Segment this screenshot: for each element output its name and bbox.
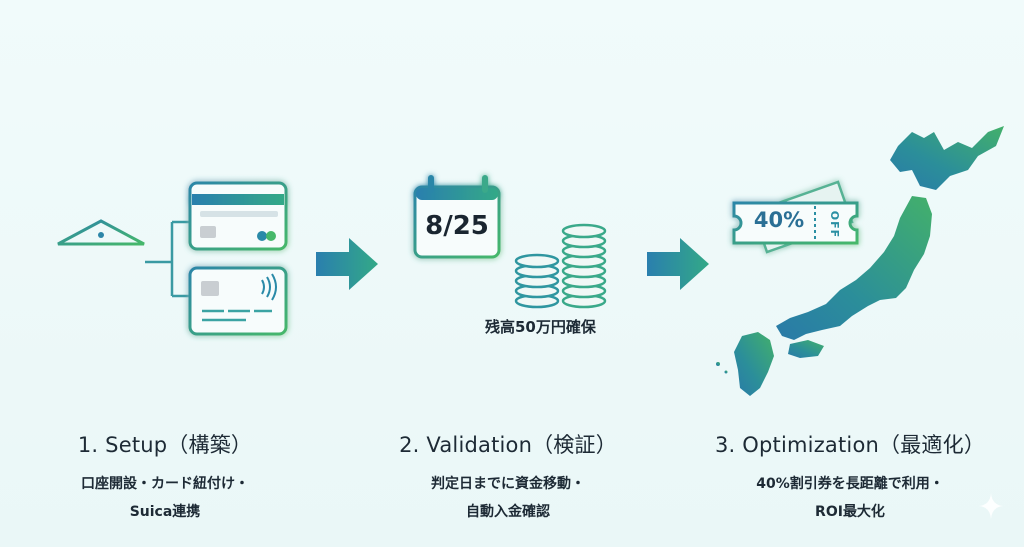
- coupon-ticket-icon: [732, 180, 859, 254]
- connector-lines: [145, 220, 190, 298]
- ic-card-icon: [188, 266, 288, 336]
- step-3-description: 40%割引券を長距離で利用・ ROI最大化: [690, 470, 1010, 526]
- step-3-title: 3. Optimization（最適化）: [714, 433, 986, 457]
- credit-card-icon: [188, 181, 288, 251]
- step-1-desc-line1: 口座開設・カード紐付け・: [81, 476, 249, 492]
- step-1-title: 1. Setup（構築）: [77, 433, 253, 457]
- step-2-desc-line2: 自動入金確認: [466, 504, 550, 520]
- arrow-right-icon: [647, 238, 709, 290]
- step-1-desc-line2: Suica連携: [129, 504, 201, 520]
- balance-caption: 残高50万円確保: [485, 318, 596, 336]
- bank-icon: [57, 219, 145, 301]
- step-2-description: 判定日までに資金移動・ 自動入金確認: [378, 470, 638, 526]
- coupon-tag: OFF: [818, 206, 852, 242]
- step-3-desc-line2: ROI最大化: [815, 504, 885, 520]
- step-1-description: 口座開設・カード紐付け・ Suica連携: [40, 470, 290, 526]
- step-2-title: 2. Validation（検証）: [399, 433, 617, 457]
- calendar-date: 8/25: [425, 211, 489, 241]
- coupon-value: 40%: [753, 208, 805, 232]
- arrow-right-icon: [316, 238, 378, 290]
- step-3-desc-line1: 40%割引券を長距離で利用・: [756, 476, 944, 492]
- calendar-icon: [413, 175, 501, 259]
- step-2-desc-line1: 判定日までに資金移動・: [431, 476, 585, 492]
- coin-stack-icon: [514, 223, 607, 309]
- coupon-tag-text: OFF: [828, 210, 842, 238]
- japan-map-icon: [716, 126, 1004, 396]
- sparkle-icon: [979, 493, 1003, 519]
